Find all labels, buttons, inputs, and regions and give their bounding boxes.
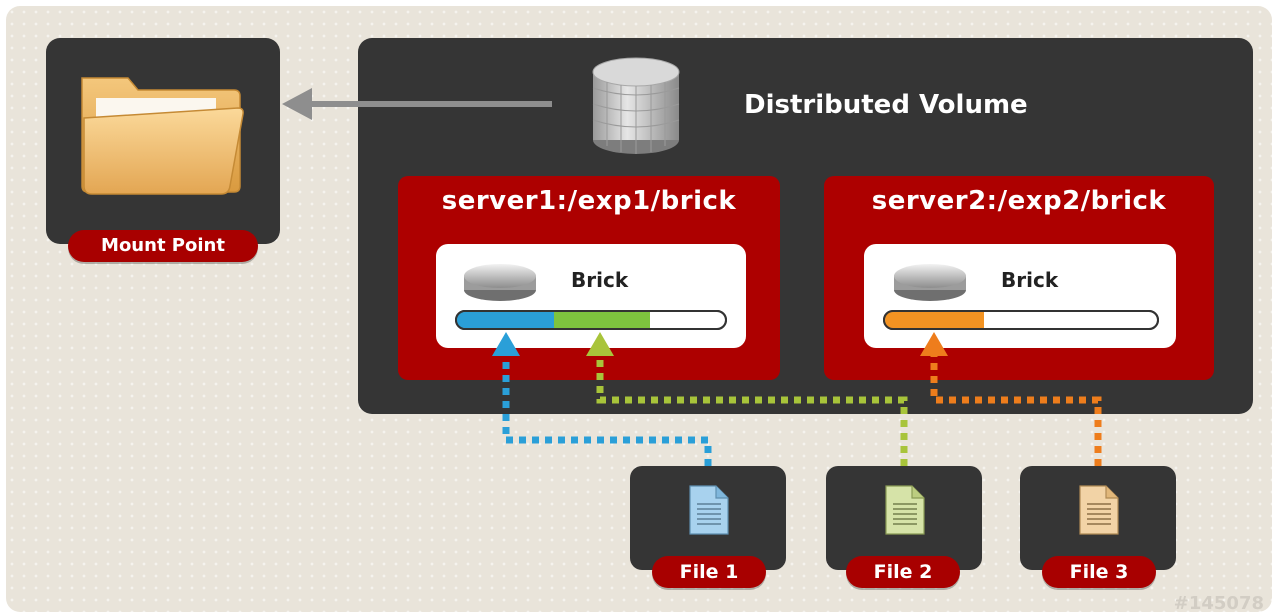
figure-id: #145078 [1173, 593, 1264, 614]
server2-brick-card: Brick [864, 244, 1176, 348]
mount-point-panel [46, 38, 280, 244]
file1-panel [630, 466, 786, 570]
server1-brick-label: Brick [571, 268, 629, 292]
server1-brick-card: Brick [436, 244, 746, 348]
server1-box: server1:/exp1/brick Brick [398, 176, 780, 380]
file3-label: File 3 [1042, 556, 1156, 588]
file2-panel [826, 466, 982, 570]
server2-path: server2:/exp2/brick [871, 186, 1167, 216]
file1-label: File 1 [652, 556, 766, 588]
file2-label: File 2 [846, 556, 960, 588]
server2-brick-label: Brick [1001, 268, 1059, 292]
volume-title: Distributed Volume [744, 90, 1028, 120]
server2-box: server2:/exp2/brick Brick [824, 176, 1214, 380]
server1-path: server1:/exp1/brick [441, 186, 737, 216]
file3-panel [1020, 466, 1176, 570]
mount-point-label: Mount Point [68, 230, 258, 262]
